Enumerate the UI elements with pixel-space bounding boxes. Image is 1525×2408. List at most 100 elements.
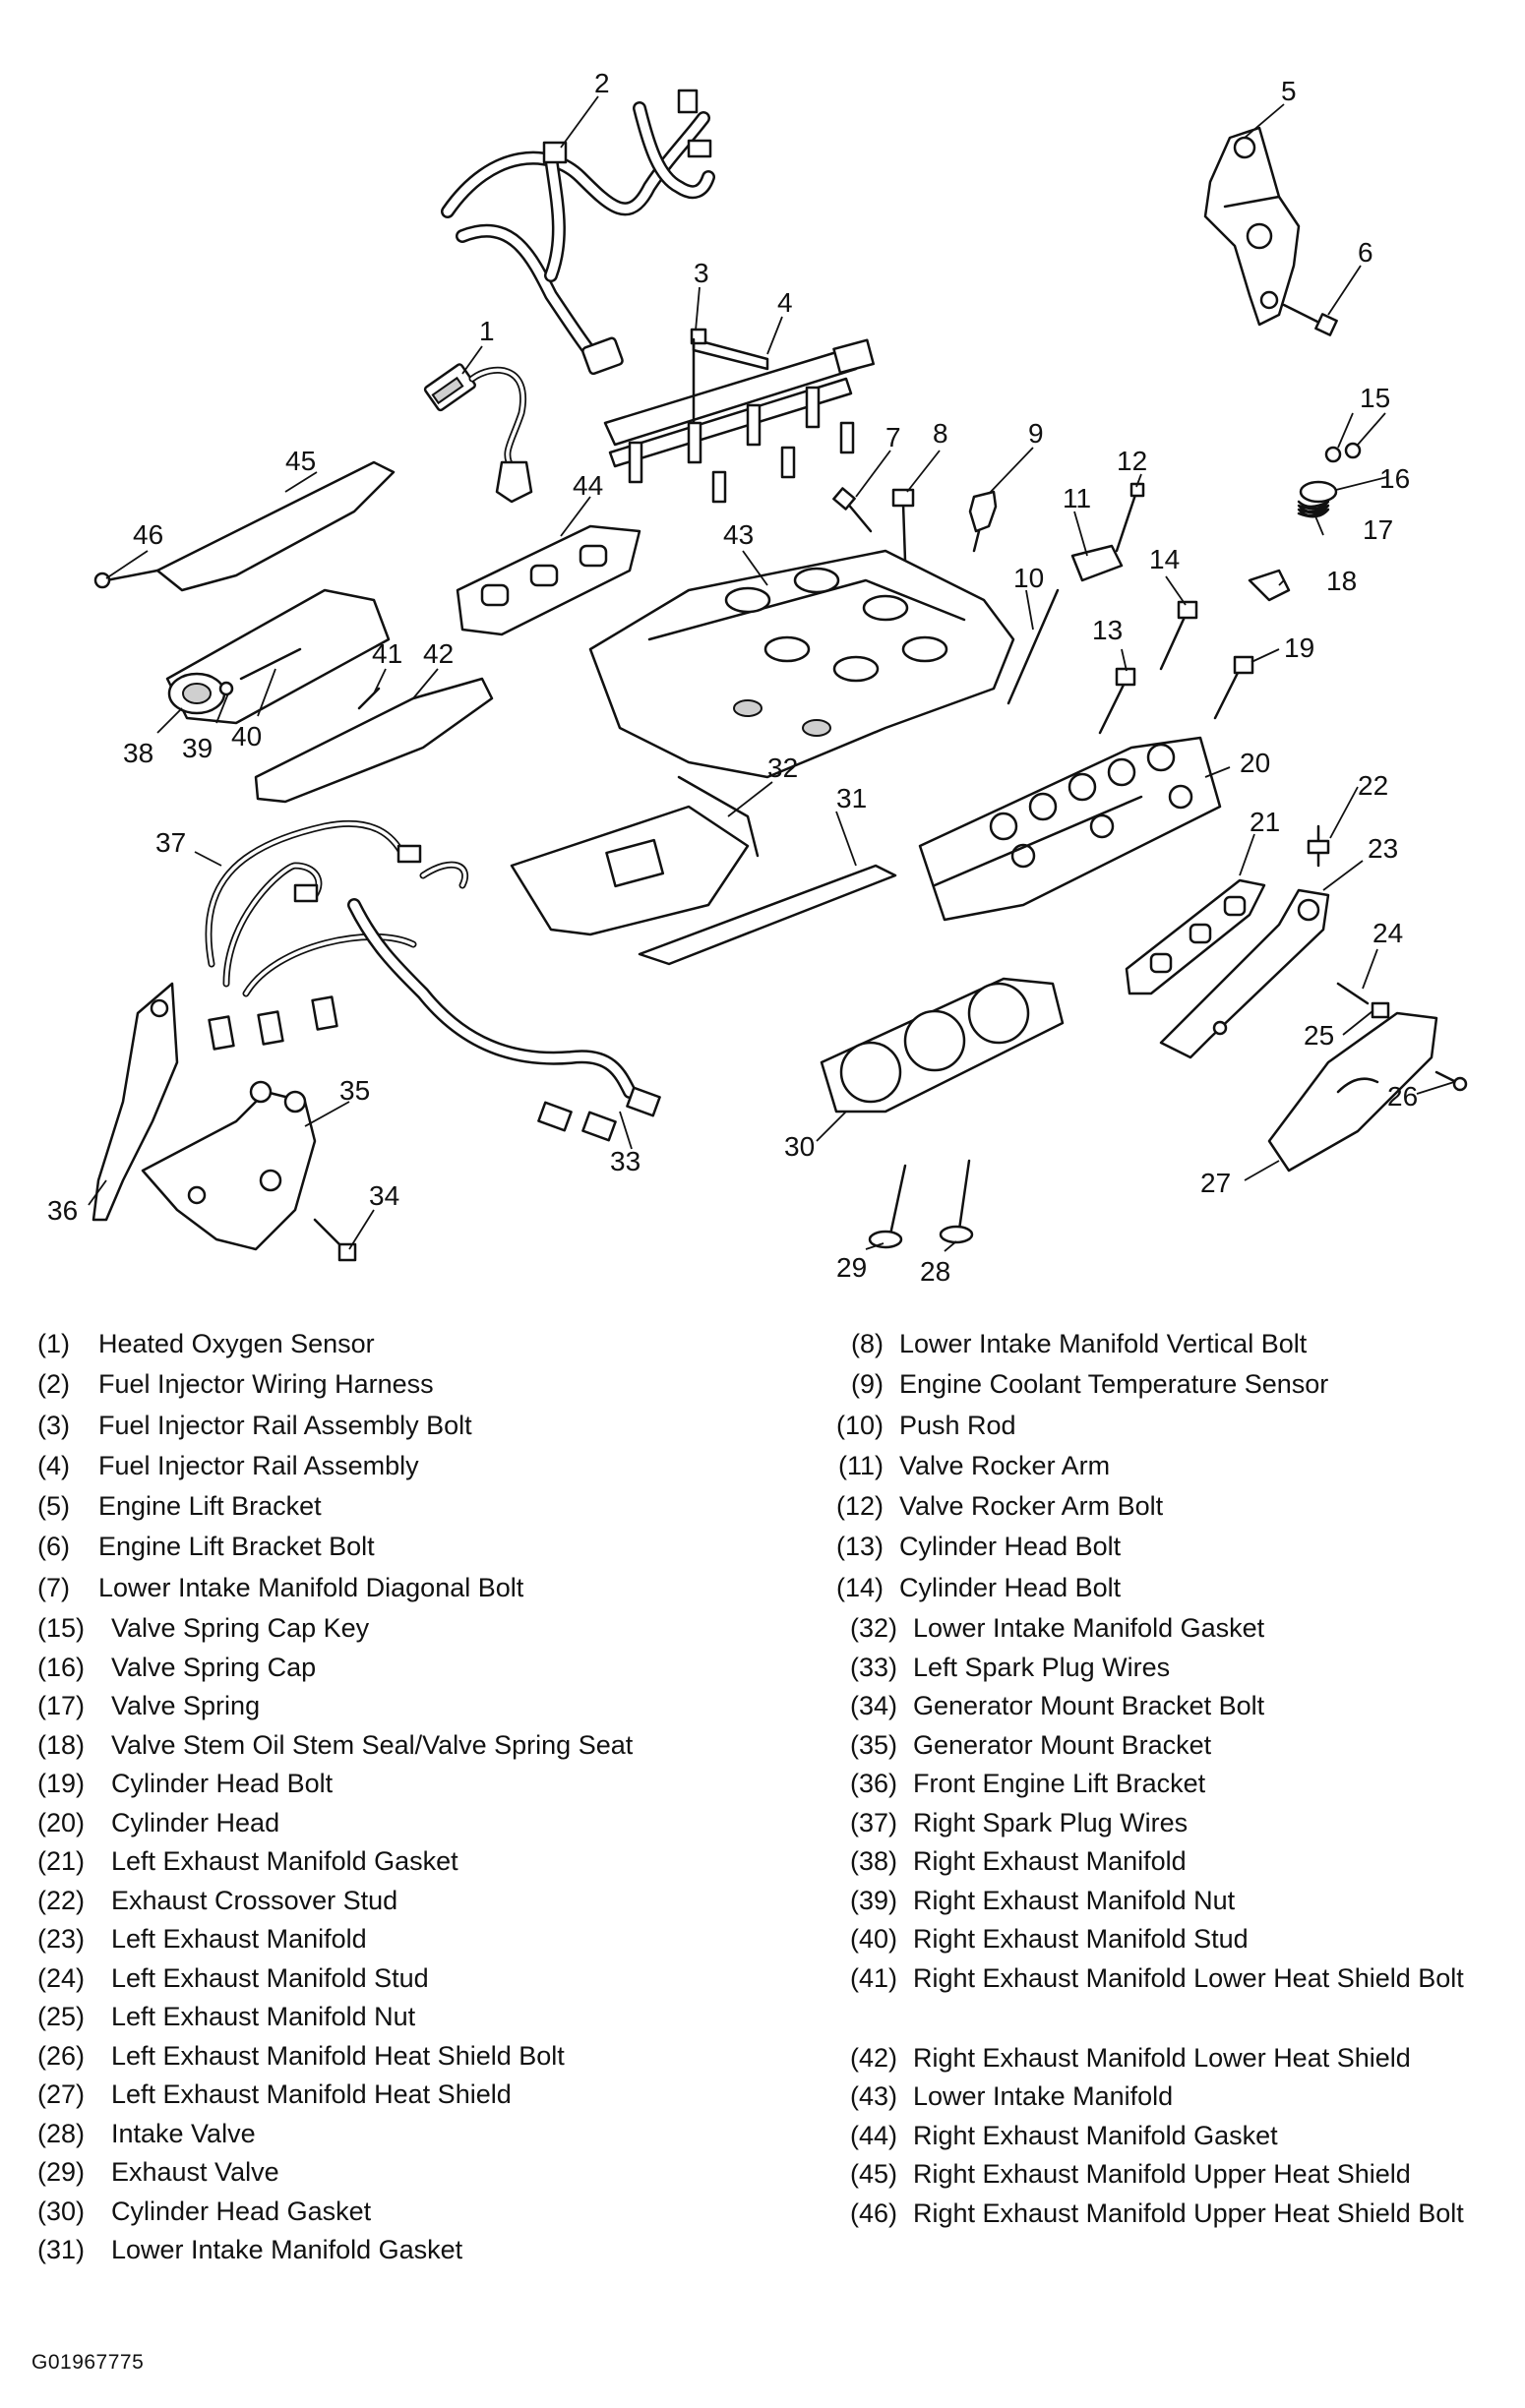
callout-15: 15: [1360, 383, 1390, 413]
callout-13: 13: [1092, 615, 1123, 645]
left-manifold-stud-nut: [1336, 982, 1390, 1019]
callout-21: 21: [1250, 807, 1280, 837]
legend-item-number: (23): [37, 1924, 86, 1955]
callout-38: 38: [123, 738, 153, 768]
legend-item-name: Fuel Injector Wiring Harness: [98, 1369, 434, 1400]
legend-item-number: (30): [37, 2196, 86, 2226]
legend-item-number: (34): [849, 1691, 897, 1721]
fuel-injector-wiring-harness: [441, 89, 715, 376]
legend-item-number: (40): [849, 1924, 897, 1955]
callout-4: 4: [777, 287, 793, 318]
legend-item-number: (31): [37, 2235, 86, 2265]
exhaust-crossover-stud: [1307, 824, 1330, 868]
callout-10: 10: [1013, 563, 1044, 593]
callout-37: 37: [155, 827, 186, 858]
legend-row: (36)Front Engine Lift Bracket: [817, 1768, 1505, 1807]
legend-item-name: Right Exhaust Manifold Stud: [913, 1924, 1249, 1955]
legend-item-number: (38): [849, 1846, 897, 1877]
legend-row: (6)Engine Lift Bracket Bolt: [37, 1531, 785, 1571]
left-spark-plug-wires: [347, 861, 661, 1142]
callout-9: 9: [1028, 418, 1044, 449]
heated-oxygen-sensor: [423, 363, 533, 504]
legend-item-name: Fuel Injector Rail Assembly Bolt: [98, 1410, 472, 1440]
legend-row: (33)Left Spark Plug Wires: [817, 1652, 1505, 1691]
callout-44: 44: [573, 470, 603, 501]
legend-item-name: Fuel Injector Rail Assembly: [98, 1450, 419, 1480]
legend-row: (45)Right Exhaust Manifold Upper Heat Sh…: [817, 2158, 1505, 2197]
leader-lines: [88, 95, 1455, 1252]
legend-item-number: (21): [37, 1846, 86, 1877]
left-exhaust-manifold-gasket: [1125, 878, 1266, 995]
callout-39: 39: [182, 733, 213, 763]
legend-item-number: (42): [849, 2042, 897, 2073]
legend-item-name: Left Exhaust Manifold Heat Shield Bolt: [111, 2040, 565, 2071]
legend-row: (25)Left Exhaust Manifold Nut: [37, 2001, 785, 2040]
callout-14: 14: [1149, 544, 1180, 574]
legend-item-name: Front Engine Lift Bracket: [913, 1769, 1206, 1799]
callout-28: 28: [920, 1256, 950, 1287]
legend-item-name: Left Exhaust Manifold: [111, 1924, 367, 1955]
legend-item-number: (18): [37, 1729, 86, 1760]
legend-item-name: Lower Intake Manifold Gasket: [913, 1613, 1265, 1644]
legend-row: (37)Right Spark Plug Wires: [817, 1807, 1505, 1846]
lower-intake-manifold: [588, 549, 1015, 779]
callout-12: 12: [1117, 446, 1147, 476]
legend-row: (46)Right Exhaust Manifold Upper Heat Sh…: [817, 2197, 1505, 2277]
legend-row: (44)Right Exhaust Manifold Gasket: [817, 2120, 1505, 2159]
legend-item-name: Cylinder Head Gasket: [111, 2196, 372, 2226]
legend-row: (26)Left Exhaust Manifold Heat Shield Bo…: [37, 2040, 785, 2079]
legend-item-name: Heated Oxygen Sensor: [98, 1329, 375, 1358]
valve-train-rod-rocker: [1006, 482, 1145, 705]
legend-item-number: (6): [37, 1532, 70, 1562]
legend-item-number: (32): [849, 1613, 897, 1644]
callout-29: 29: [836, 1252, 867, 1283]
legend-item-name: Lower Intake Manifold Diagonal Bolt: [98, 1572, 524, 1602]
legend-row: (34)Generator Mount Bracket Bolt: [817, 1690, 1505, 1729]
legend-row: (17)Valve Spring: [37, 1690, 785, 1729]
callout-30: 30: [784, 1131, 815, 1162]
callout-35: 35: [339, 1075, 370, 1106]
fuel-injector-rail-assembly: [603, 328, 876, 504]
legend-item-name: Left Exhaust Manifold Nut: [111, 2002, 416, 2032]
legend-left-column: (1)Heated Oxygen Sensor(2)Fuel Injector …: [37, 1328, 785, 2273]
right-spark-plug-wires: [205, 819, 422, 1051]
cylinder-head: [918, 736, 1222, 922]
callout-16: 16: [1379, 463, 1410, 494]
legend-item-name: Lower Intake Manifold Vertical Bolt: [899, 1329, 1308, 1358]
callout-23: 23: [1368, 833, 1398, 864]
legend-item-name: Right Exhaust Manifold Gasket: [913, 2120, 1278, 2150]
legend-item-number: (37): [849, 1807, 897, 1837]
legend-item-number: (14): [835, 1572, 884, 1602]
legend-row: (27)Left Exhaust Manifold Heat Shield: [37, 2078, 785, 2118]
legend-row: (15)Valve Spring Cap Key: [37, 1612, 785, 1652]
legend-item-name: Valve Stem Oil Stem Seal/Valve Spring Se…: [111, 1729, 634, 1760]
legend-row: (12)Valve Rocker Arm Bolt: [817, 1490, 1505, 1531]
legend-item-name: Right Exhaust Manifold Upper Heat Shield…: [913, 2197, 1464, 2228]
callout-11: 11: [1063, 483, 1091, 513]
legend-row: (22)Exhaust Crossover Stud: [37, 1885, 785, 1924]
legend-item-name: Lower Intake Manifold Gasket: [111, 2235, 463, 2265]
legend-item-number: (17): [37, 1691, 86, 1721]
legend-item-number: (7): [37, 1572, 70, 1602]
callout-1: 1: [479, 316, 495, 346]
legend-row: (23) Left Exhaust Manifold: [37, 1923, 785, 1962]
legend-item-number: (43): [849, 2081, 897, 2112]
front-engine-lift-bracket: [92, 982, 179, 1222]
legend-row: (7) Lower Intake Manifold Diagonal Bolt: [37, 1572, 785, 1612]
callout-43: 43: [723, 519, 754, 550]
legend-row: (14)Cylinder Head Bolt: [817, 1572, 1505, 1612]
parts-legend: (1)Heated Oxygen Sensor(2)Fuel Injector …: [0, 1328, 1525, 2312]
legend-item-name: Right Exhaust Manifold Nut: [913, 1885, 1236, 1915]
legend-row: (16)Valve Spring Cap: [37, 1652, 785, 1691]
callout-41: 41: [372, 638, 402, 669]
legend-item-number: (4): [37, 1450, 70, 1480]
legend-row: (40) Right Exhaust Manifold Stud: [817, 1923, 1505, 1962]
callout-26: 26: [1387, 1081, 1418, 1112]
callout-19: 19: [1284, 632, 1314, 663]
callout-6: 6: [1358, 237, 1373, 268]
legend-item-name: Valve Rocker Arm: [899, 1450, 1111, 1480]
callout-22: 22: [1358, 770, 1388, 801]
legend-item-number: (45): [849, 2159, 897, 2190]
legend-item-number: (27): [37, 2079, 86, 2110]
legend-row: (31) Lower Intake Manifold Gasket: [37, 2234, 785, 2273]
